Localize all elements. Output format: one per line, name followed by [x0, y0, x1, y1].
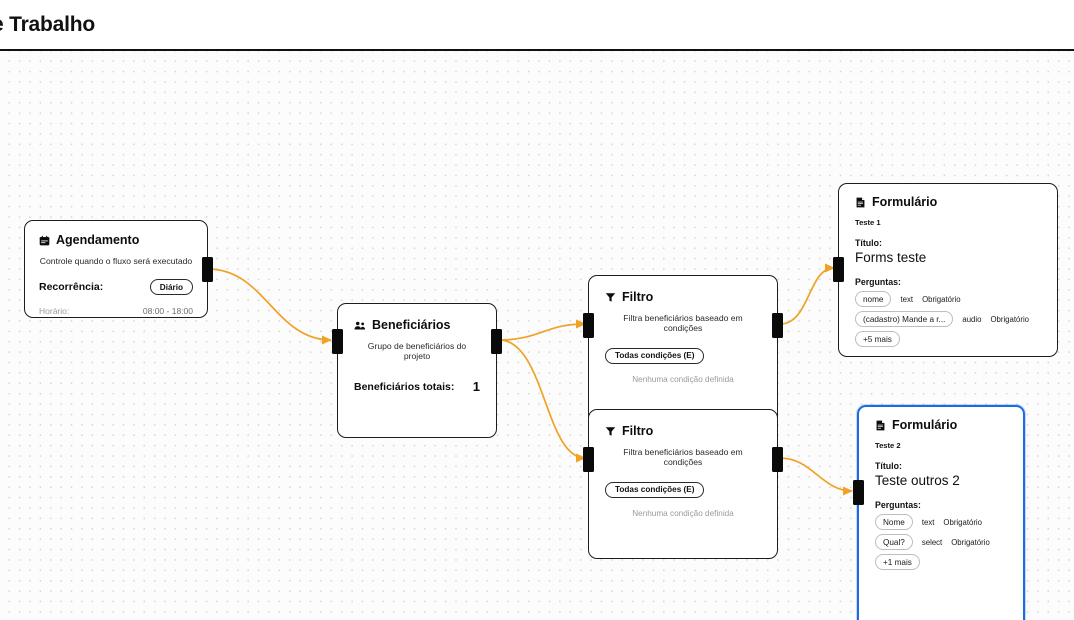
edge-beneficiarios-filtro2 — [498, 339, 587, 463]
filtro-1-condition-mode[interactable]: Todas condições (E) — [605, 347, 705, 364]
question-type: audio — [962, 314, 982, 324]
edge-agendamento-beneficiarios — [207, 268, 333, 345]
recurrence-label: Recorrência: — [39, 281, 104, 293]
question-row: Nome text Obrigatório — [875, 514, 1007, 530]
edge-filtro1-formulario1 — [779, 263, 836, 325]
filtro-1-empty-text: Nenhuma condição definida — [632, 374, 734, 384]
node-filtro-2[interactable]: Filtro Filtra beneficiários baseado em c… — [583, 409, 783, 559]
app-header: e Trabalho — [0, 0, 1074, 51]
handle-formulario-1-input[interactable] — [833, 257, 844, 282]
node-agendamento-header: Agendamento — [39, 233, 193, 247]
funnel-icon — [605, 426, 616, 437]
users-icon — [354, 320, 366, 331]
question-row-more[interactable]: +1 mais — [875, 554, 1007, 570]
question-required: Obrigatório — [922, 294, 961, 304]
formulario-2-title-label: Título: — [875, 461, 902, 471]
handle-filtro-2-input[interactable] — [583, 447, 594, 472]
page-title: e Trabalho — [0, 12, 96, 36]
node-filtro-1[interactable]: Filtro Filtra beneficiários baseado em c… — [583, 275, 783, 425]
question-name: Qual? — [875, 534, 913, 550]
question-row: nome text Obrigatório — [855, 291, 1041, 307]
node-beneficiarios-subtitle: Grupo de beneficiários do projeto — [367, 341, 467, 361]
question-type: select — [921, 537, 943, 547]
calendar-icon — [39, 235, 50, 246]
more-questions-badge[interactable]: +5 mais — [855, 331, 900, 347]
node-filtro-1-title: Filtro — [622, 290, 654, 304]
formulario-2-tag: Teste 2 — [875, 441, 901, 450]
edge-beneficiarios-filtro1 — [498, 319, 587, 341]
formulario-2-questions-label: Perguntas: — [875, 500, 921, 510]
node-formulario-1-header: Formulário — [855, 195, 1041, 209]
node-beneficiarios-title: Beneficiários — [372, 318, 451, 332]
node-formulario-2-title: Formulário — [892, 418, 958, 432]
handle-agendamento-output[interactable] — [202, 257, 213, 282]
handle-formulario-2-input[interactable] — [853, 480, 864, 505]
document-icon — [855, 197, 866, 208]
handle-beneficiarios-input[interactable] — [332, 329, 343, 354]
question-row: (cadastro) Mande a r... audio Obrigatóri… — [855, 311, 1041, 327]
question-name: nome — [855, 291, 892, 307]
formulario-1-questions-label: Perguntas: — [855, 277, 901, 287]
total-label: Beneficiários totais: — [354, 380, 455, 393]
question-type: text — [921, 517, 935, 527]
node-formulario-2-header: Formulário — [875, 418, 1007, 432]
handle-filtro-1-input[interactable] — [583, 313, 594, 338]
question-row-more[interactable]: +5 mais — [855, 331, 1041, 347]
time-value: 08:00 - 18:00 — [142, 306, 193, 316]
question-row: Qual? select Obrigatório — [875, 534, 1007, 550]
node-beneficiarios[interactable]: Beneficiários Grupo de beneficiários do … — [332, 303, 502, 438]
question-name: (cadastro) Mande a r... — [855, 311, 954, 327]
funnel-icon — [605, 292, 616, 303]
document-icon — [875, 420, 886, 431]
workflow-canvas[interactable]: Agendamento Controle quando o fluxo será… — [0, 51, 1074, 620]
node-agendamento[interactable]: Agendamento Controle quando o fluxo será… — [24, 220, 213, 318]
node-filtro-2-subtitle: Filtra beneficiários baseado em condiçõe… — [623, 447, 743, 467]
node-filtro-1-subtitle: Filtra beneficiários baseado em condiçõe… — [623, 313, 743, 333]
edge-filtro2-formulario2 — [779, 457, 854, 496]
node-filtro-2-header: Filtro — [605, 424, 761, 438]
filtro-2-empty-text: Nenhuma condição definida — [632, 508, 734, 518]
formulario-2-title-value: Teste outros 2 — [875, 473, 960, 488]
node-filtro-1-header: Filtro — [605, 290, 761, 304]
formulario-1-title-label: Título: — [855, 238, 882, 248]
question-required: Obrigatório — [951, 537, 990, 547]
recurrence-badge[interactable]: Diário — [149, 279, 193, 295]
node-beneficiarios-header: Beneficiários — [354, 318, 480, 332]
node-agendamento-subtitle: Controle quando o fluxo será executado — [39, 256, 193, 266]
node-formulario-2[interactable]: Formulário Teste 2 Título: Teste outros … — [853, 405, 1025, 620]
filtro-2-condition-mode[interactable]: Todas condições (E) — [605, 481, 705, 498]
handle-filtro-2-output[interactable] — [772, 447, 783, 472]
question-type: text — [900, 294, 914, 304]
edge-layer — [207, 263, 854, 496]
formulario-1-tag: Teste 1 — [855, 218, 881, 227]
total-value: 1 — [472, 379, 480, 394]
node-formulario-1[interactable]: Formulário Teste 1 Título: Forms teste P… — [833, 183, 1058, 357]
time-label: Horário: — [39, 306, 70, 316]
node-agendamento-title: Agendamento — [56, 233, 140, 247]
question-required: Obrigatório — [943, 517, 982, 527]
question-required: Obrigatório — [990, 314, 1030, 324]
question-name: Nome — [875, 514, 913, 530]
node-formulario-1-title: Formulário — [872, 195, 938, 209]
handle-filtro-1-output[interactable] — [772, 313, 783, 338]
formulario-1-title-value: Forms teste — [855, 250, 927, 265]
more-questions-badge[interactable]: +1 mais — [875, 554, 920, 570]
handle-beneficiarios-output[interactable] — [491, 329, 502, 354]
node-filtro-2-title: Filtro — [622, 424, 654, 438]
